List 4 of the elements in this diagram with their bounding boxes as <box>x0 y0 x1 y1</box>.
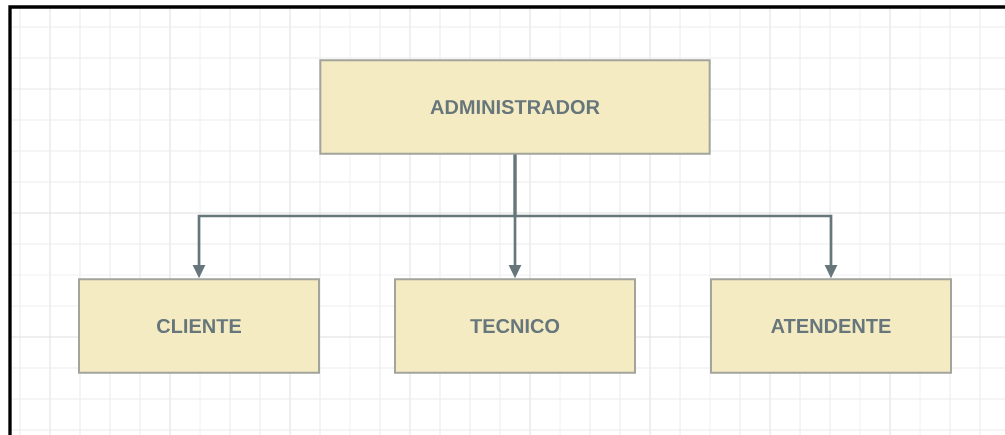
role-box: CLIENTE <box>78 278 320 374</box>
role-box: ATENDENTE <box>710 278 952 374</box>
role-box: ADMINISTRADOR <box>319 59 711 155</box>
role-box: TECNICO <box>394 278 636 374</box>
